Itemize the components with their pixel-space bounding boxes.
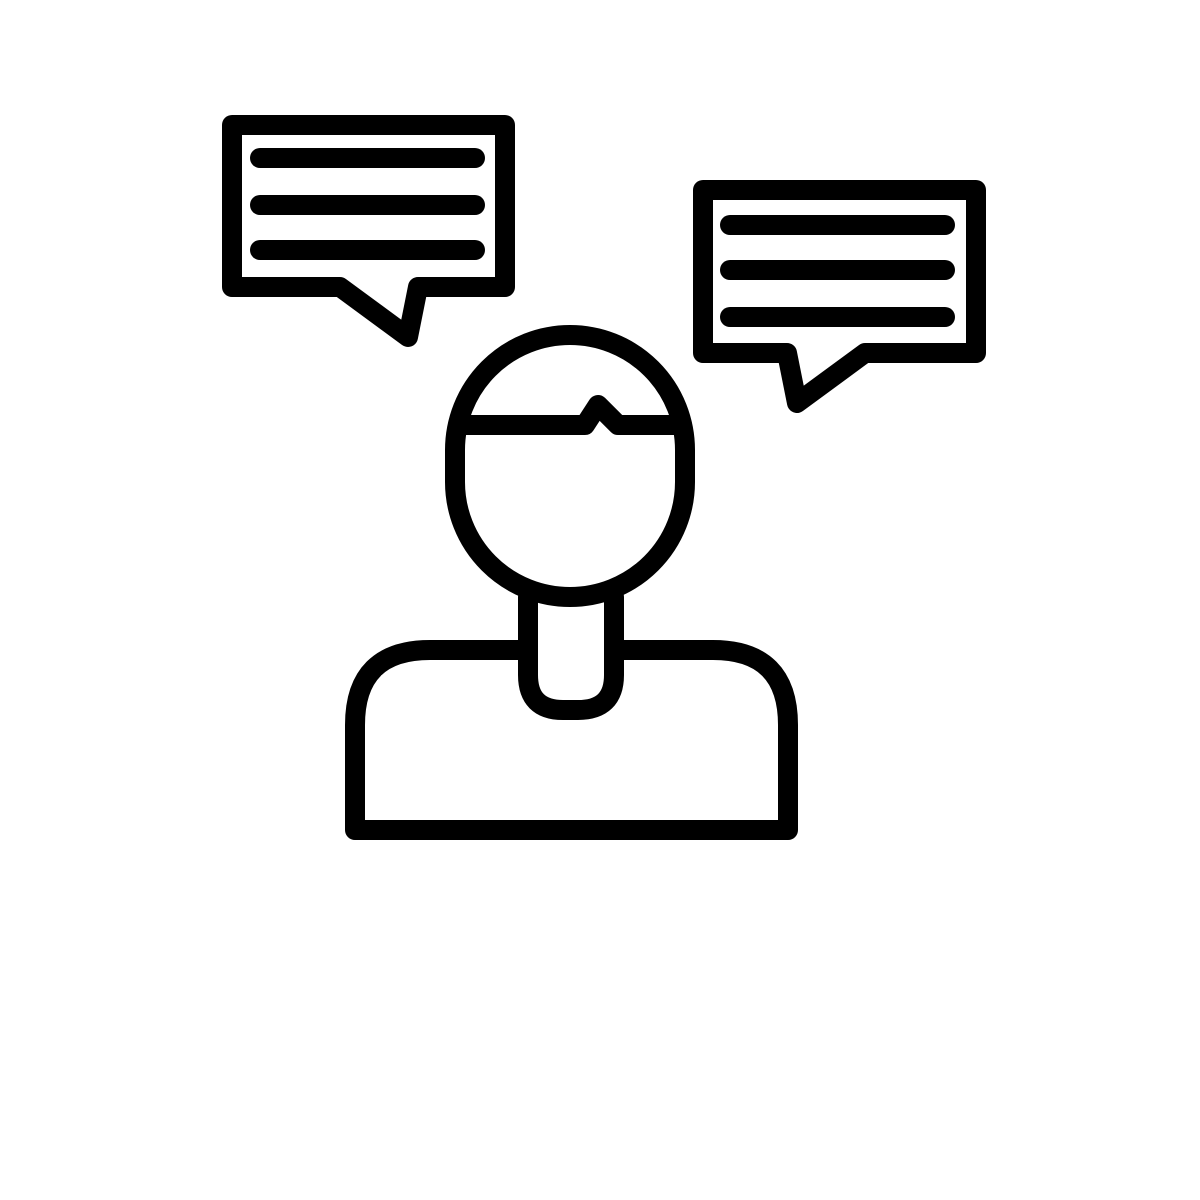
head-outline [445,325,695,607]
body-outline [345,640,798,840]
hairline [448,395,692,435]
left-speech-bubble-icon [222,115,515,347]
right-speech-bubble-icon [693,180,986,413]
person-icon [345,325,798,840]
left-speech-bubble-outline [222,115,515,347]
right-speech-bubble-outline [693,180,986,413]
neck-outline [518,587,624,720]
